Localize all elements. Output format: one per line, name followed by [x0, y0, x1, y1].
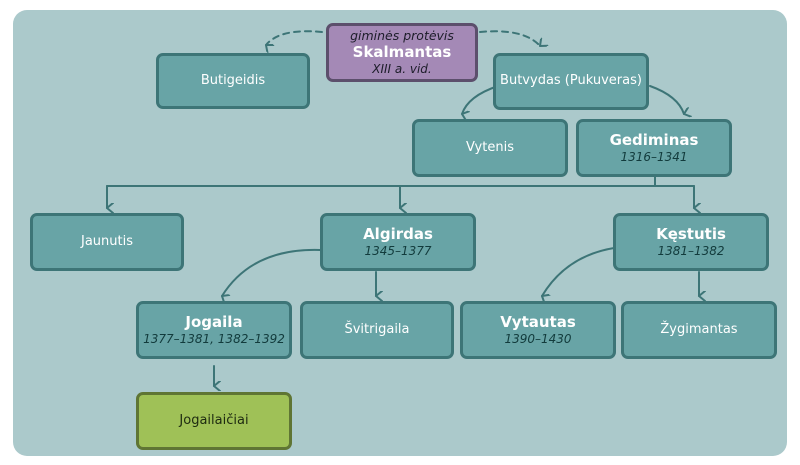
root-name: Skalmantas [352, 43, 452, 62]
root-epithet: giminės protėvis [350, 27, 454, 43]
node-name: Švitrigaila [344, 321, 410, 337]
node-jaunutis: Jaunutis [30, 213, 184, 271]
arrow-butvydas-to-gediminas [649, 85, 684, 114]
node-algirdas: Algirdas 1345–1377 [320, 213, 476, 271]
node-skalmantas: giminės protėvis Skalmantas XIII a. vid. [326, 23, 478, 82]
node-jogaila: Jogaila 1377–1381, 1382–1392 [136, 301, 292, 359]
node-vytautas: Vytautas 1390–1430 [460, 301, 616, 359]
node-name: Jogailaičiai [179, 412, 249, 428]
node-years: 1381–1382 [657, 243, 725, 258]
node-vytenis: Vytenis [412, 119, 568, 177]
node-butigeidis: Butigeidis [156, 53, 310, 109]
node-years: 1316–1341 [620, 149, 688, 164]
node-years: 1377–1381, 1382–1392 [143, 331, 285, 346]
node-name: Vytenis [466, 139, 514, 155]
node-name: Jogaila [185, 313, 243, 332]
node-name: Butigeidis [200, 72, 266, 88]
dashed-arrow-to-butigeidis [265, 30, 323, 45]
node-name: Jaunutis [81, 233, 133, 249]
node-name: Gediminas [609, 131, 699, 150]
node-name: Algirdas [363, 225, 433, 244]
node-gediminas: Gediminas 1316–1341 [576, 119, 732, 177]
node-zygimantas: Žygimantas [621, 301, 777, 359]
node-name: Kęstutis [656, 225, 726, 244]
arrow-algirdas-to-jogaila [221, 248, 321, 296]
node-butvydas: Butvydas (Pukuveras) [493, 53, 649, 110]
dashed-arrow-to-butvydas [479, 30, 540, 47]
root-years: XIII a. vid. [372, 62, 432, 77]
node-jogailaiciai: Jogailaičiai [136, 392, 292, 450]
node-years: 1390–1430 [504, 331, 572, 346]
node-name: Butvydas (Pukuveras) [500, 73, 642, 89]
arrow-kestutis-to-vytautas [541, 247, 615, 296]
node-years: 1345–1377 [364, 243, 432, 258]
node-name: Žygimantas [660, 321, 738, 337]
node-svitrigaila: Švitrigaila [300, 301, 454, 359]
node-name: Vytautas [500, 313, 576, 332]
node-kestutis: Kęstutis 1381–1382 [613, 213, 769, 271]
